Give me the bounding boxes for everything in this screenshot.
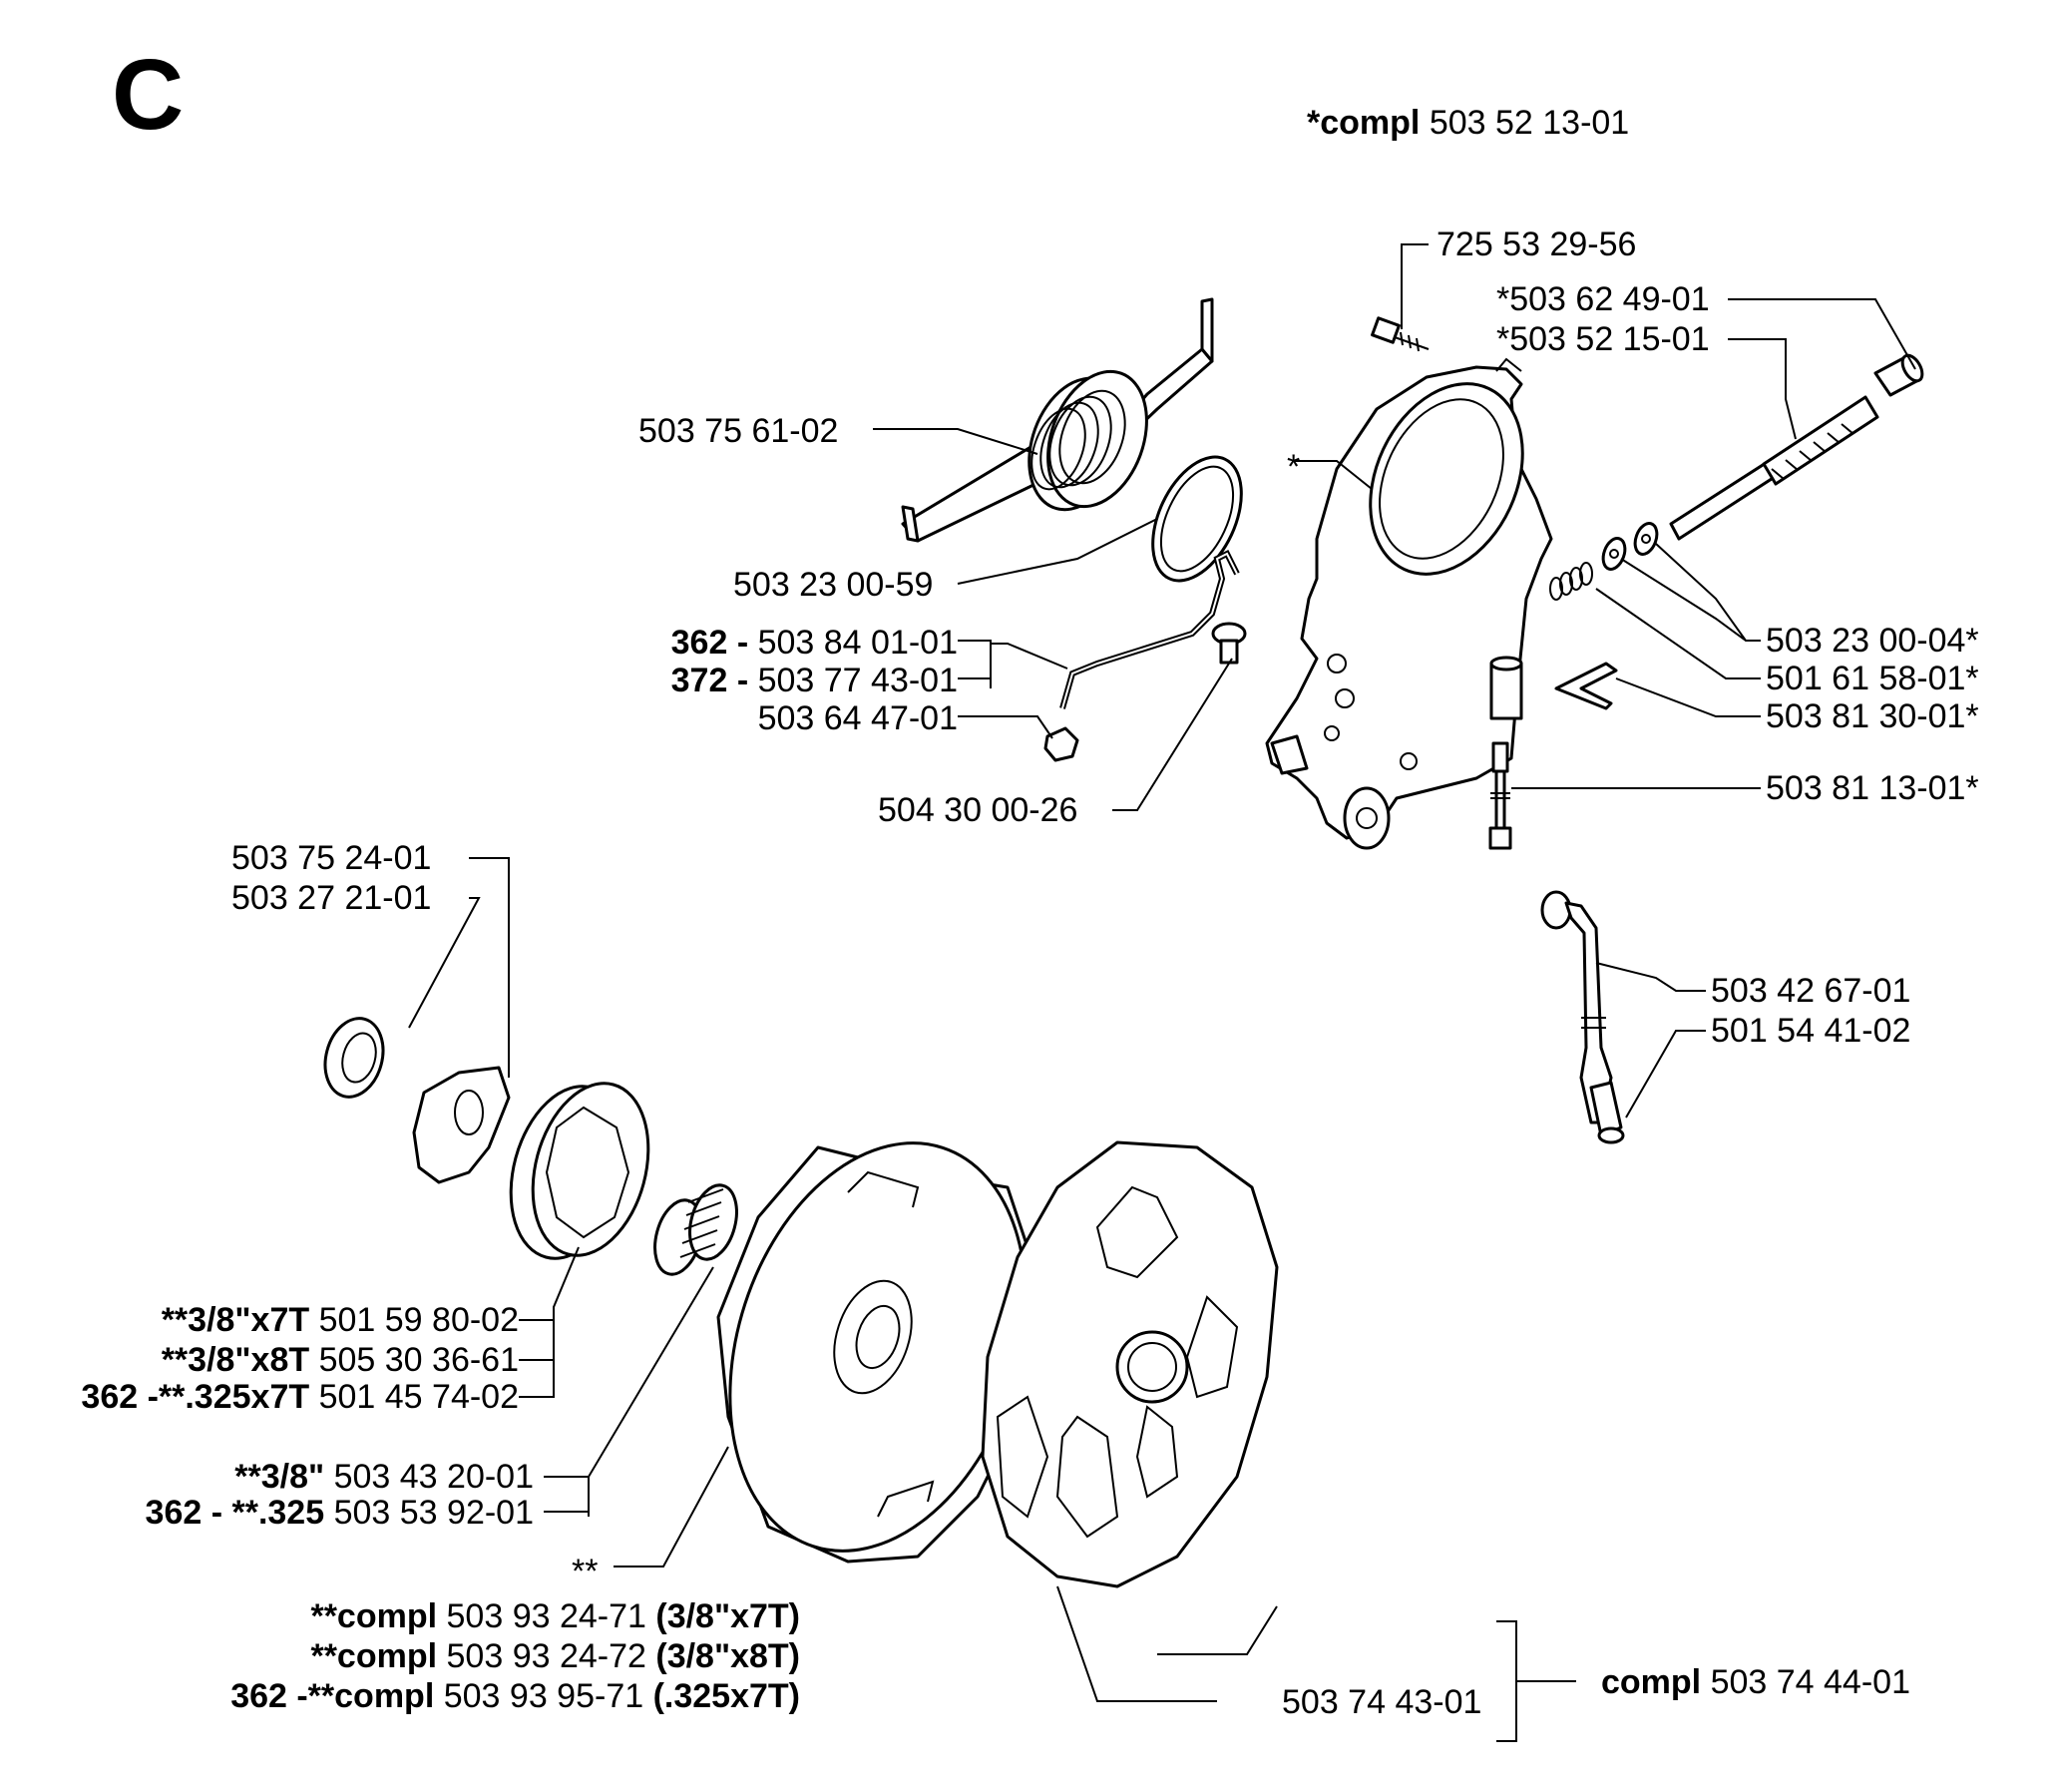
washer-parts (1601, 522, 1659, 571)
adjusting-screw-part (1488, 741, 1512, 850)
clutch-washer-part (412, 1066, 511, 1184)
header-compl-label: *compl 503 52 13-01 (1307, 104, 1630, 142)
part-label-503-62-49-01: *503 62 49-01 (1496, 280, 1710, 318)
part-label-compl-503-93-95-71: 362 -**compl 503 93 95-71 (.325x7T) (230, 1677, 800, 1715)
part-label-503-43-20-01: **3/8" 503 43 20-01 (234, 1458, 534, 1496)
nut-part (1043, 726, 1079, 762)
part-label-503-74-43-01: 503 74 43-01 (1282, 1683, 1482, 1721)
pump-piston-part (1669, 395, 1879, 541)
part-label-clutch-drum-double-asterisk: ** (572, 1553, 599, 1590)
part-label-503-53-92-01: 362 - **.325 503 53 92-01 (145, 1494, 534, 1532)
sprocket-rim-part (509, 1082, 650, 1260)
part-label-503-84-01-01: 362 - 503 84 01-01 (670, 624, 958, 662)
part-label-503-42-67-01: 503 42 67-01 (1711, 972, 1911, 1010)
oil-hose-and-filter-part (1540, 890, 1625, 1144)
suction-pipe-part (1059, 549, 1240, 709)
needle-bearing-part (653, 1183, 738, 1276)
part-label-505-30-36-61: **3/8"x8T 505 30 36-61 (161, 1341, 519, 1379)
part-label-503-81-13-01: 503 81 13-01* (1766, 769, 1979, 807)
circlip-part (323, 1017, 385, 1099)
leader-lines (408, 243, 1916, 1742)
part-label-compl-503-74-44-01: compl 503 74 44-01 (1601, 1663, 1910, 1701)
part-label-503-75-61-02: 503 75 61-02 (638, 412, 839, 450)
screw-part (1371, 316, 1430, 352)
part-label-501-45-74-02: 362 -**.325x7T 501 45 74-02 (81, 1378, 519, 1416)
part-label-503-77-43-01: 372 - 503 77 43-01 (670, 662, 958, 699)
part-label-503-27-21-01: 503 27 21-01 (231, 879, 432, 917)
part-label-501-59-80-02: **3/8"x7T 501 59 80-02 (161, 1301, 519, 1339)
part-label-503-52-15-01: *503 52 15-01 (1496, 320, 1710, 358)
part-label-501-61-58-01: 501 61 58-01* (1766, 660, 1979, 697)
part-label-503-81-30-01: 503 81 30-01* (1766, 697, 1979, 735)
part-label-503-64-47-01: 503 64 47-01 (757, 699, 958, 737)
oil-pump-body-part (1265, 357, 1553, 850)
spring-part (1549, 562, 1593, 601)
section-letter: C (112, 39, 185, 151)
clutch-shoes-part (981, 1140, 1279, 1588)
part-label-504-30-00-26: 504 30 00-26 (878, 791, 1078, 829)
worm-drive-part (901, 297, 1214, 543)
clutch-drum-part (716, 1141, 1039, 1564)
part-label-725-53-29-56: 725 53 29-56 (1437, 225, 1637, 263)
part-label-503-23-00-59: 503 23 00-59 (733, 566, 934, 604)
clip-part (1554, 662, 1618, 710)
part-label-503-23-00-04: 503 23 00-04* (1766, 622, 1979, 660)
part-label-501-54-41-02: 501 54 41-02 (1711, 1012, 1911, 1050)
part-label-compl-503-93-24-71: **compl 503 93 24-71 (3/8"x7T) (310, 1597, 800, 1635)
nipple-part (1211, 622, 1247, 665)
o-ring-part (1151, 455, 1243, 583)
part-label-pump-asterisk: * (1287, 448, 1301, 486)
part-label-503-75-24-01: 503 75 24-01 (231, 839, 432, 877)
cap-part (1873, 353, 1924, 397)
part-label-compl-503-93-24-72: **compl 503 93 24-72 (3/8"x8T) (310, 1637, 800, 1675)
